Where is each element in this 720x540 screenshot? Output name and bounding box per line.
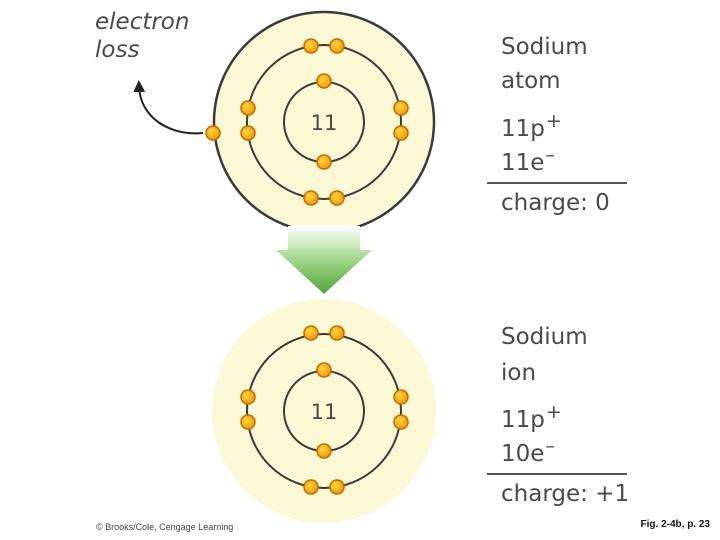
ion-protons-value: 11p xyxy=(501,407,545,433)
electron-loss-label: electron loss xyxy=(95,8,205,64)
electron xyxy=(317,74,331,88)
electron xyxy=(241,390,255,404)
electron xyxy=(304,191,318,205)
plus-superscript: + xyxy=(546,110,562,132)
electron xyxy=(317,155,331,169)
ion-title-line2: ion xyxy=(501,362,536,385)
electron xyxy=(394,126,408,140)
atom-nucleus-label: 11 xyxy=(311,111,338,135)
figure-label: Fig. 2-4b, p. 23 xyxy=(641,519,710,530)
electron xyxy=(304,39,318,53)
minus-superscript: – xyxy=(545,144,555,166)
electron xyxy=(241,415,255,429)
electron xyxy=(330,191,344,205)
minus-superscript: – xyxy=(545,435,555,457)
atom-divider xyxy=(487,182,627,184)
plus-superscript: + xyxy=(546,401,562,423)
atom-title-line2: atom xyxy=(501,70,561,93)
electron xyxy=(394,390,408,404)
electron-loss-arrow xyxy=(139,86,203,133)
lost-electron xyxy=(206,126,220,140)
electron xyxy=(330,480,344,494)
ion-charge: charge: +1 xyxy=(501,483,629,506)
sodium-atom: 11 xyxy=(206,12,434,232)
electron xyxy=(304,480,318,494)
ion-electrons-count: 10e– xyxy=(501,443,555,466)
atom-charge: charge: 0 xyxy=(501,192,610,215)
electron xyxy=(330,326,344,340)
atom-electrons-value: 11e xyxy=(501,150,544,176)
atom-protons: 11p+ xyxy=(501,118,562,141)
atom-title-line1: Sodium xyxy=(501,36,588,59)
ion-nucleus-label: 11 xyxy=(311,400,338,424)
electron xyxy=(317,444,331,458)
ion-divider xyxy=(487,473,627,475)
atom-electrons-count: 11e– xyxy=(501,152,555,175)
copyright-credit: © Brooks/Cole, Cengage Learning xyxy=(96,522,233,532)
sodium-ion: 11 xyxy=(212,299,436,523)
electron xyxy=(241,101,255,115)
atom-protons-value: 11p xyxy=(501,116,545,142)
ion-electrons-value: 10e xyxy=(501,441,544,467)
electron xyxy=(241,126,255,140)
ion-protons: 11p+ xyxy=(501,409,562,432)
ion-title-line1: Sodium xyxy=(501,326,588,349)
electron xyxy=(394,415,408,429)
electron xyxy=(330,39,344,53)
electron xyxy=(394,101,408,115)
electron xyxy=(304,326,318,340)
electron xyxy=(317,363,331,377)
transition-arrow xyxy=(276,226,372,294)
